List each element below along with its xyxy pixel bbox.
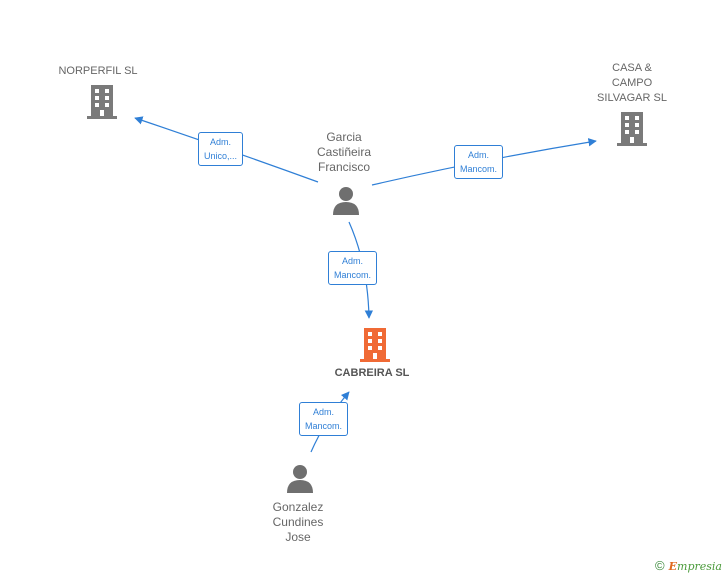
building-icon[interactable] <box>616 111 648 147</box>
person-icon[interactable] <box>285 464 315 494</box>
edge-label-garcia-norperfil[interactable]: Adm. Unico,... <box>198 132 244 166</box>
edge-label-garcia-cabreira[interactable]: Adm. Mancom. <box>328 251 378 285</box>
edge-label-garcia-casa-campo[interactable]: Adm. Mancom. <box>454 145 504 179</box>
brand-logo: Empresia <box>668 560 722 573</box>
node-label-garcia[interactable]: Garcia Castiñeira Francisco <box>316 130 372 174</box>
node-label-casa-campo[interactable]: CASA & CAMPO SILVAGAR SL <box>597 62 667 104</box>
footer-brand: ©Empresia <box>655 558 722 573</box>
building-icon[interactable] <box>359 327 391 363</box>
building-icon[interactable] <box>86 84 118 120</box>
node-label-norperfil[interactable]: NORPERFIL SL <box>58 65 138 77</box>
edge-label-gonzalez-cabreira[interactable]: Adm. Mancom. <box>299 402 349 436</box>
copyright-icon: © <box>655 558 665 573</box>
node-label-gonzalez[interactable]: Gonzalez Cundines Jose <box>272 500 324 544</box>
person-icon[interactable] <box>331 186 361 216</box>
node-label-cabreira[interactable]: CABREIRA SL <box>334 367 410 379</box>
